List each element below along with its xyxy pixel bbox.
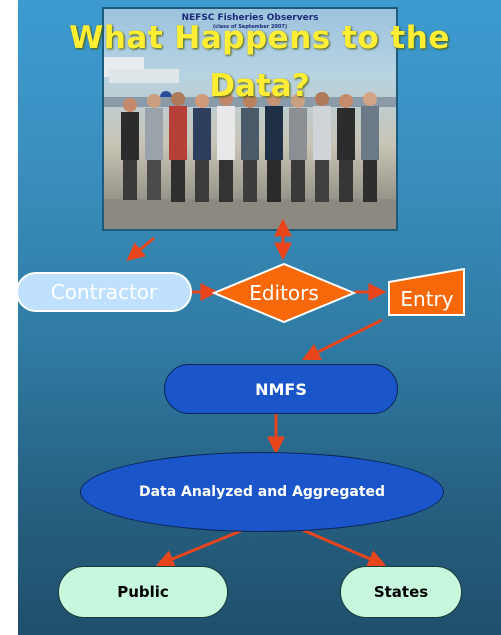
entry-node	[388, 268, 465, 316]
nmfs-node: NMFS	[164, 364, 398, 414]
diagram-arrows	[126, 218, 387, 568]
arrow-analyzed-to-public	[155, 526, 249, 568]
editors-node	[212, 262, 356, 324]
slide-background: NEFSC Fisheries Observers (class of Sept…	[18, 0, 501, 635]
observers-group-photo: NEFSC Fisheries Observers (class of Sept…	[102, 7, 398, 231]
slide-title-line-2: Data?	[209, 68, 310, 104]
analyzed-label: Data Analyzed and Aggregated	[138, 484, 386, 500]
public-node: Public	[58, 566, 228, 618]
states-label: States	[373, 583, 429, 601]
states-node: States	[340, 566, 462, 618]
arrow-entry-to-nmfs	[301, 318, 383, 361]
contractor-node: Contractor	[18, 272, 192, 312]
arrow-photo-to-contractor	[126, 236, 155, 261]
editors-label: Editors	[249, 281, 319, 305]
photo-caption-title: NEFSC Fisheries Observers	[181, 13, 319, 23]
photo-scene	[104, 57, 396, 229]
nmfs-label: NMFS	[255, 379, 307, 399]
slide-title-line-1: What Happens to the	[69, 20, 450, 56]
public-label: Public	[117, 583, 169, 601]
analyzed-node: Data Analyzed and Aggregated	[80, 452, 444, 532]
contractor-label: Contractor	[50, 280, 158, 304]
photo-caption-subtitle: (class of September 2007)	[212, 24, 288, 30]
entry-label: Entry	[400, 287, 454, 311]
arrow-analyzed-to-states	[297, 526, 387, 567]
